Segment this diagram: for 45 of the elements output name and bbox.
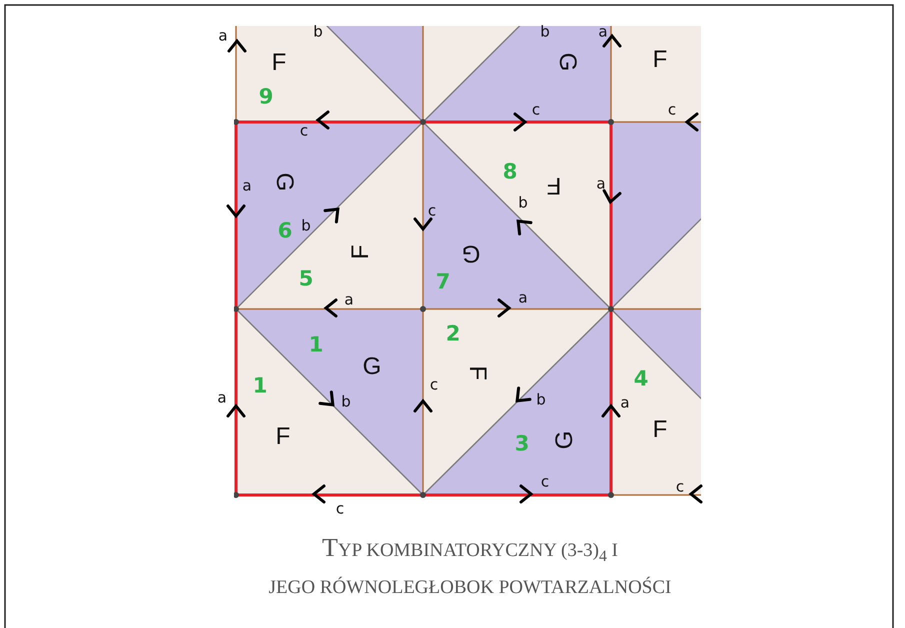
tile-letter: F xyxy=(349,244,373,260)
tile-number: 1 xyxy=(252,376,268,396)
edge-letter: c xyxy=(428,204,436,218)
tile-number: 3 xyxy=(514,434,530,454)
tile-letter: F xyxy=(652,418,668,442)
edge-letter: b xyxy=(341,394,351,410)
edge-letter: b xyxy=(536,392,546,408)
tile-letter: F xyxy=(272,51,286,75)
tile-letter: G xyxy=(362,355,382,379)
tile-number: 1 xyxy=(308,334,324,356)
tile-number: 7 xyxy=(436,272,450,292)
tile-letter: G xyxy=(272,172,296,192)
edge-letter: a xyxy=(620,396,630,410)
edge-letter: a xyxy=(344,292,354,308)
tile-letter: G xyxy=(555,52,579,72)
edge-letter: c xyxy=(668,102,676,118)
tile-letter: F xyxy=(465,366,489,380)
tile-number: 9 xyxy=(258,86,274,108)
edge-letter: b xyxy=(518,196,528,210)
edge-letter: b xyxy=(540,24,550,40)
edge-letter: a xyxy=(518,290,528,306)
tile-number: 2 xyxy=(446,324,460,344)
edge-letter: c xyxy=(532,102,540,118)
edge-letter: c xyxy=(300,124,308,138)
tile-letter: F xyxy=(652,48,668,72)
edge-letter: a xyxy=(242,178,252,194)
edge-letter: a xyxy=(598,24,608,40)
tile-letter: G xyxy=(553,430,577,450)
tile-number: 6 xyxy=(278,220,292,242)
edge-letter: a xyxy=(217,390,227,406)
figure-caption: TYP KOMBINATORYCZNY (3-3)$_{4}$ I JEGO RÓWNOLEGŁOBOK POWTARZALNOŚCI xyxy=(268,532,672,600)
edge-letter: c xyxy=(540,474,550,490)
tile-letter: F xyxy=(546,173,562,197)
edge-letter: a xyxy=(218,28,228,44)
edge-letter: b xyxy=(313,24,323,40)
edge-letter: b xyxy=(301,218,311,234)
tile-letter: G xyxy=(462,241,480,265)
tile-number: 8 xyxy=(502,162,518,182)
tile-letter: F xyxy=(276,425,290,449)
edge-letter: c xyxy=(676,480,684,494)
edge-letter: c xyxy=(430,378,438,392)
edge-letter: c xyxy=(336,502,344,516)
tile-number: 4 xyxy=(634,368,648,390)
tile-number: 5 xyxy=(298,268,314,290)
edge-letter: a xyxy=(596,176,606,192)
